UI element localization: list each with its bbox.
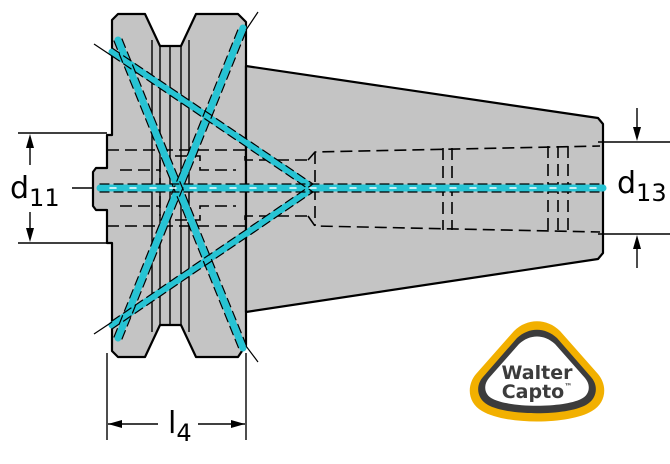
dimension-l4: l4 [106, 353, 247, 447]
l4-label: l4 [168, 406, 192, 447]
coolant-channels [96, 24, 607, 352]
walter-capto-logo: Walter Capto™ [469, 321, 605, 422]
dimension-d13: d13 [598, 108, 670, 268]
logo-text-walter: Walter [502, 362, 574, 384]
logo-text-capto: Capto™ [502, 381, 573, 403]
projection-lines [93, 11, 259, 363]
d13-label: d13 [617, 166, 667, 207]
dimension-d11: d11 [10, 132, 107, 244]
logo-inner-shape [485, 336, 589, 406]
d11-label: d11 [10, 171, 60, 212]
